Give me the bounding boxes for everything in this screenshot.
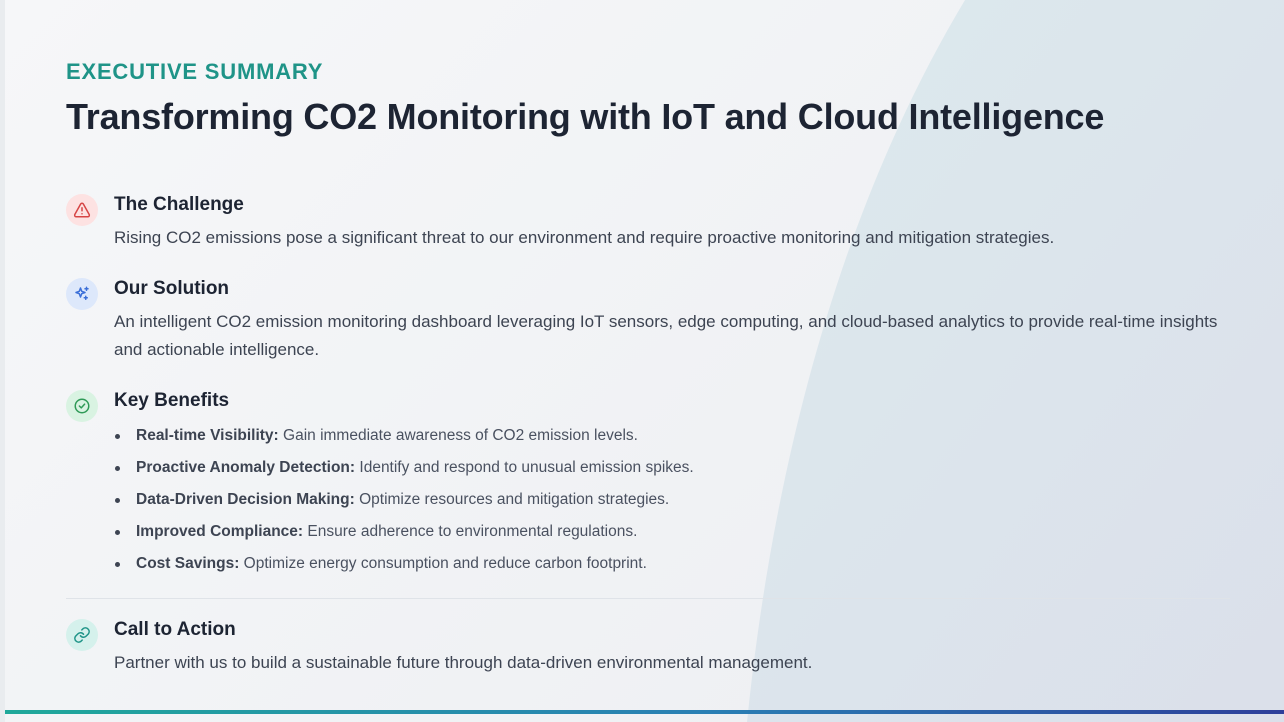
list-item: Real-time Visibility: Gain immediate awa… <box>114 420 1230 452</box>
list-item: Improved Compliance: Ensure adherence to… <box>114 516 1230 548</box>
list-item: Data-Driven Decision Making: Optimize re… <box>114 484 1230 516</box>
list-item: Proactive Anomaly Detection: Identify an… <box>114 452 1230 484</box>
benefit-label: Data-Driven Decision Making: <box>136 491 355 508</box>
benefit-label: Proactive Anomaly Detection: <box>136 459 356 476</box>
cta-text: Call to Action Partner with us to build … <box>114 619 1230 677</box>
section-divider <box>66 598 1230 599</box>
benefit-text: Optimize energy consumption and reduce c… <box>243 555 647 572</box>
challenge-title: The Challenge <box>114 194 244 215</box>
section-challenge: The Challenge Rising CO2 emissions pose … <box>66 194 1230 252</box>
benefit-text: Optimize resources and mitigation strate… <box>359 491 670 508</box>
section-solution: Our Solution An intelligent CO2 emission… <box>66 278 1230 364</box>
section-cta: Call to Action Partner with us to build … <box>66 619 1230 677</box>
challenge-text: The Challenge Rising CO2 emissions pose … <box>114 194 1230 252</box>
check-circle-icon <box>66 390 98 422</box>
page-title: Transforming CO2 Monitoring with IoT and… <box>66 96 1105 137</box>
benefit-label: Improved Compliance: <box>136 523 304 540</box>
sparkles-icon <box>66 278 98 310</box>
challenge-body: Rising CO2 emissions pose a significant … <box>114 228 1055 247</box>
benefit-label: Cost Savings: <box>136 555 240 572</box>
slide: EXECUTIVE SUMMARY Transforming CO2 Monit… <box>5 0 1284 722</box>
benefit-text: Identify and respond to unusual emission… <box>359 459 694 476</box>
solution-text: Our Solution An intelligent CO2 emission… <box>114 278 1230 364</box>
benefit-label: Real-time Visibility: <box>136 427 279 444</box>
warning-icon <box>66 194 98 226</box>
background-wave-shape <box>747 0 1284 722</box>
cta-body: Partner with us to build a sustainable f… <box>114 653 813 672</box>
solution-body: An intelligent CO2 emission monitoring d… <box>114 312 1218 359</box>
bottom-accent-bar <box>5 710 1284 714</box>
eyebrow-label: EXECUTIVE SUMMARY <box>66 59 324 84</box>
section-benefits: Key Benefits Real-time Visibility: Gain … <box>66 390 1230 580</box>
solution-title: Our Solution <box>114 278 230 299</box>
list-item: Cost Savings: Optimize energy consumptio… <box>114 548 1230 580</box>
benefit-text: Gain immediate awareness of CO2 emission… <box>283 427 638 444</box>
benefit-text: Ensure adherence to environmental regula… <box>307 523 638 540</box>
link-icon <box>66 619 98 651</box>
cta-title: Call to Action <box>114 619 236 640</box>
benefits-text: Key Benefits Real-time Visibility: Gain … <box>114 390 1230 580</box>
benefits-title: Key Benefits <box>114 390 230 411</box>
benefits-list: Real-time Visibility: Gain immediate awa… <box>114 420 1230 580</box>
